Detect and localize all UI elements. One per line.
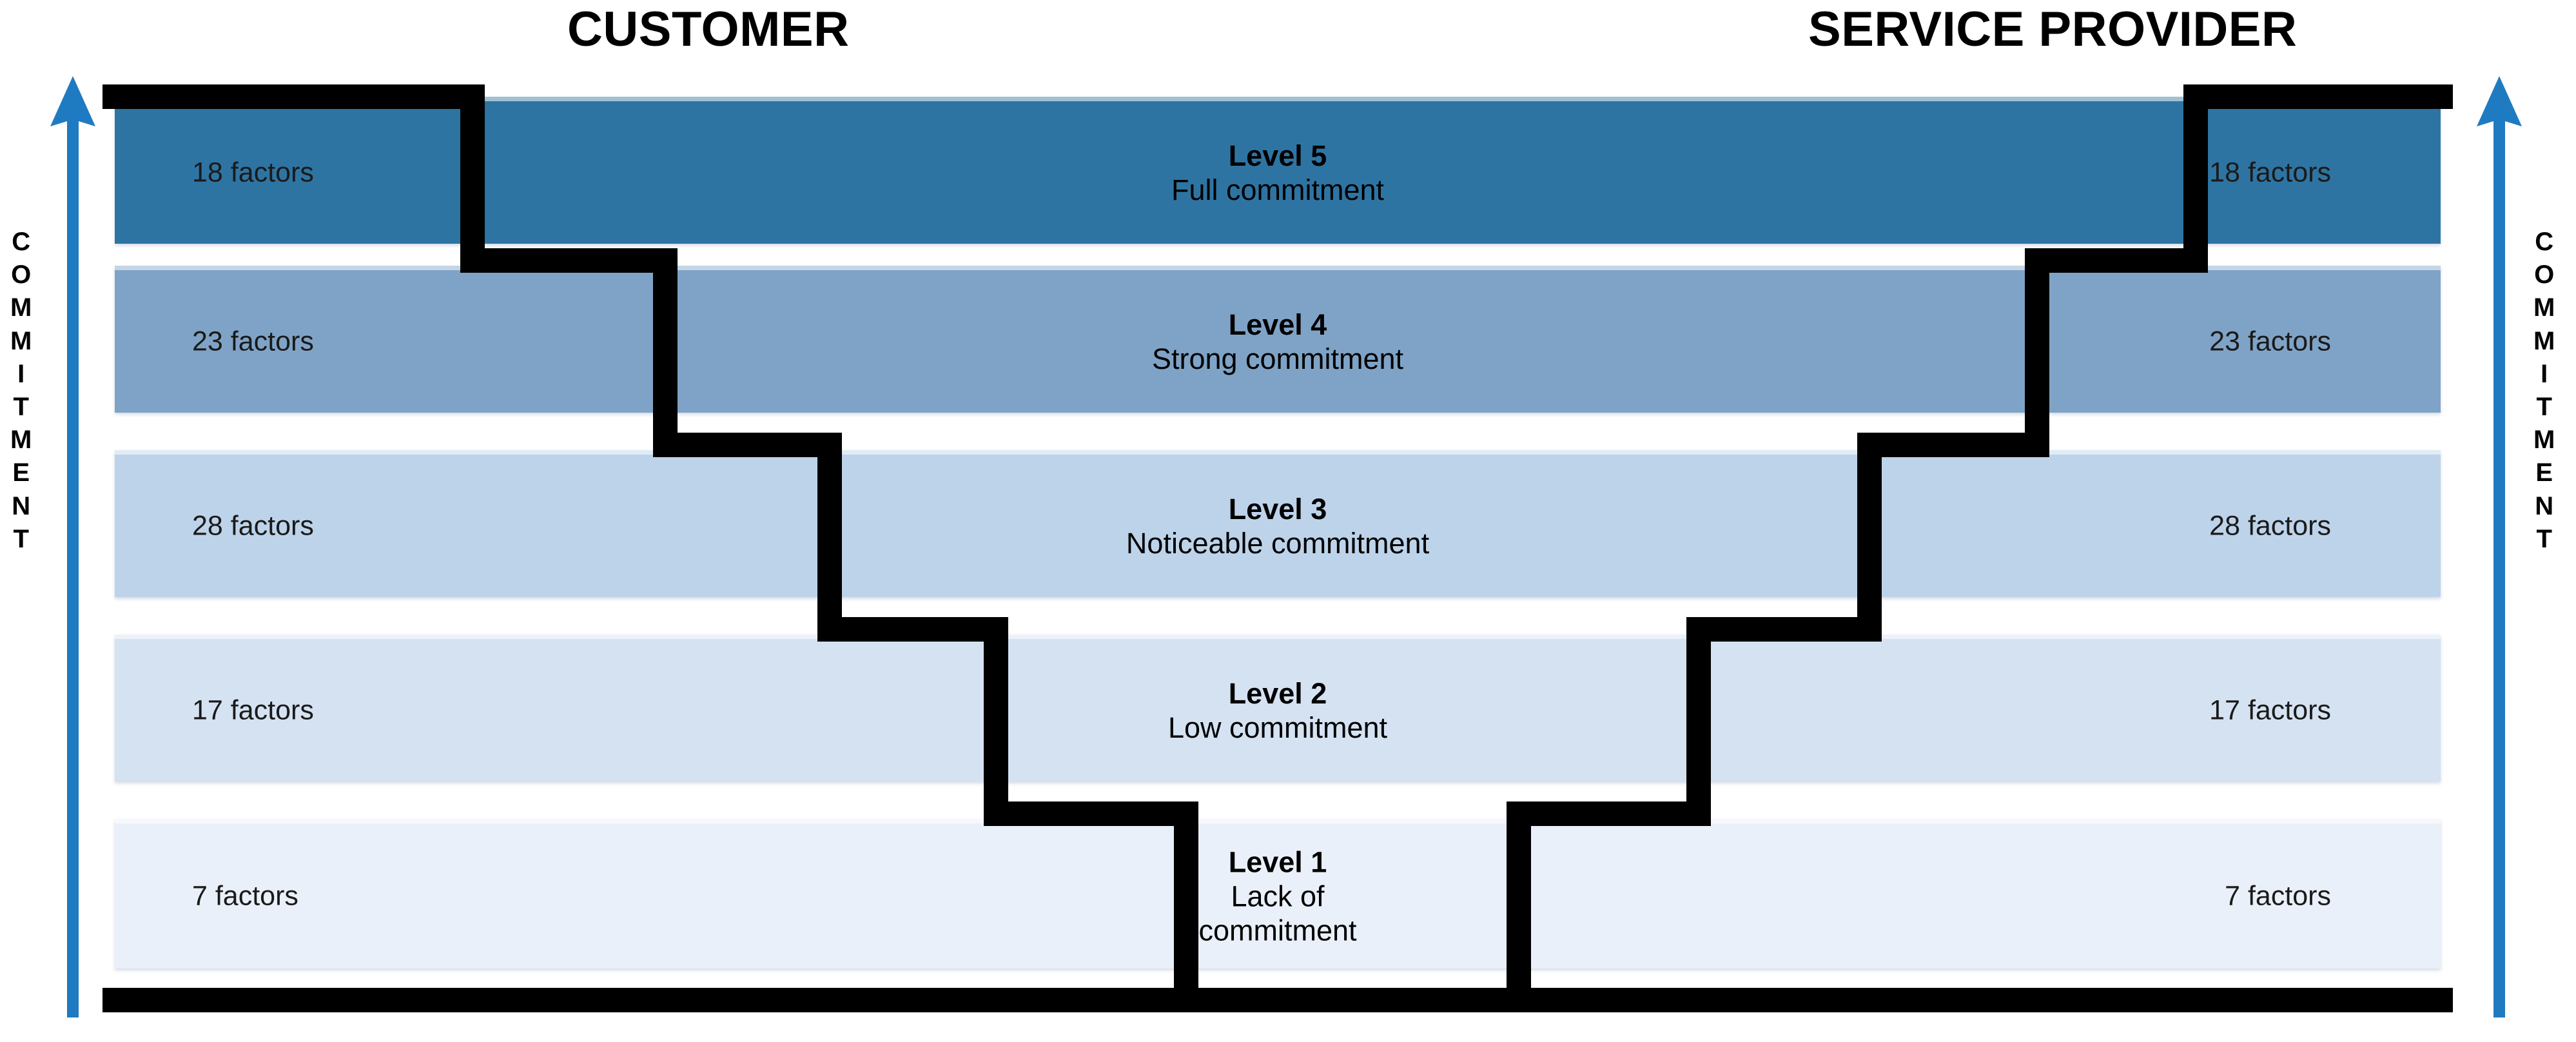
axis-label-commitment-right: C O M M I T M E N T: [2533, 226, 2555, 556]
band-label-level-3: Level 3 Noticeable commitment: [1126, 491, 1429, 560]
up-arrow-icon: [2477, 76, 2522, 1017]
level-description: Noticeable commitment: [1126, 526, 1430, 560]
axis-letter: C: [12, 228, 31, 256]
axis-letter: T: [2536, 524, 2552, 553]
axis-letter: T: [2536, 392, 2552, 421]
band-level-4[interactable]: 23 factors Level 4 Strong commitment 23 …: [115, 266, 2441, 413]
band-level-3[interactable]: 28 factors Level 3 Noticeable commitment…: [115, 450, 2441, 597]
level-description: Low commitment: [1167, 711, 1388, 744]
level-description-line-2: commitment: [1198, 914, 1357, 947]
level-title: Level 3: [1228, 492, 1327, 526]
band-level-2[interactable]: 17 factors Level 2 Low commitment 17 fac…: [115, 634, 2441, 782]
level-title: Level 2: [1228, 676, 1327, 710]
axis-letter: N: [2535, 491, 2554, 520]
customer-factors-level-2: 17 factors: [192, 694, 314, 725]
band-label-level-2: Level 2 Low commitment: [1168, 676, 1387, 744]
level-title: Level 1: [1228, 845, 1327, 878]
axis-letter: M: [10, 293, 32, 322]
customer-factors-level-5: 18 factors: [192, 157, 314, 188]
level-title: Level 4: [1228, 308, 1327, 341]
band-label-level-1: Level 1 Lack of commitment: [1142, 845, 1413, 947]
axis-letter: E: [2535, 458, 2553, 487]
axis-letter: O: [11, 260, 32, 290]
level-title: Level 5: [1228, 139, 1327, 172]
provider-factors-level-1: 7 factors: [2225, 880, 2331, 911]
band-level-1[interactable]: 7 factors Level 1 Lack of commitment 7 f…: [115, 819, 2441, 968]
axis-letter: T: [13, 392, 29, 421]
axis-label-commitment-left: C O M M I T M E N T: [10, 226, 32, 556]
level-description: Full commitment: [1171, 173, 1385, 206]
axis-letter: I: [2541, 359, 2548, 388]
axis-letter: M: [2533, 326, 2555, 355]
axis-letter: M: [2533, 293, 2555, 322]
commitment-band-stack: 18 factors Level 5 Full commitment 18 fa…: [115, 97, 2441, 983]
provider-factors-level-5: 18 factors: [2209, 157, 2331, 188]
axis-letter: T: [13, 524, 29, 553]
axis-letter: I: [17, 359, 25, 388]
customer-factors-level-1: 7 factors: [192, 880, 298, 911]
level-description: Strong commitment: [1151, 342, 1404, 375]
axis-letter: O: [2534, 260, 2555, 290]
customer-factors-level-3: 28 factors: [192, 510, 314, 541]
provider-factors-level-3: 28 factors: [2209, 510, 2331, 541]
axis-letter: C: [2535, 228, 2554, 256]
axis-letter: M: [10, 426, 32, 455]
level-description-line-1: Lack of: [1231, 879, 1325, 912]
band-label-level-5: Level 5 Full commitment: [1171, 138, 1384, 206]
axis-letter: M: [2533, 426, 2555, 455]
band-level-5[interactable]: 18 factors Level 5 Full commitment 18 fa…: [115, 97, 2441, 244]
heading-customer: CUSTOMER: [567, 2, 850, 57]
heading-provider: SERVICE PROVIDER: [1808, 2, 2298, 57]
axis-letter: M: [10, 326, 32, 355]
axis-letter: N: [12, 491, 31, 520]
provider-factors-level-2: 17 factors: [2209, 694, 2331, 725]
axis-letter: E: [12, 458, 30, 487]
band-label-level-4: Level 4 Strong commitment: [1152, 307, 1403, 375]
provider-factors-level-4: 23 factors: [2209, 326, 2331, 357]
customer-factors-level-4: 23 factors: [192, 326, 314, 357]
up-arrow-icon: [50, 76, 95, 1017]
